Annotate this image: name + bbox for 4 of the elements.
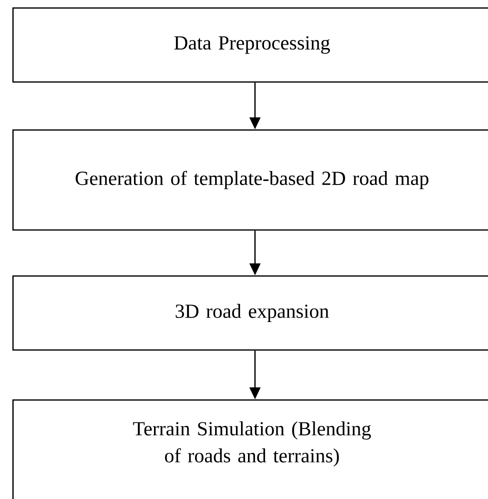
process-box: Terrain Simulation (Blending of roads and terrains) — [12, 399, 488, 499]
process-box: 3D road expansion — [12, 275, 488, 351]
process-box: Data Preprocessing — [12, 7, 488, 83]
process-box: Generation of template-based 2D road map — [12, 129, 488, 231]
